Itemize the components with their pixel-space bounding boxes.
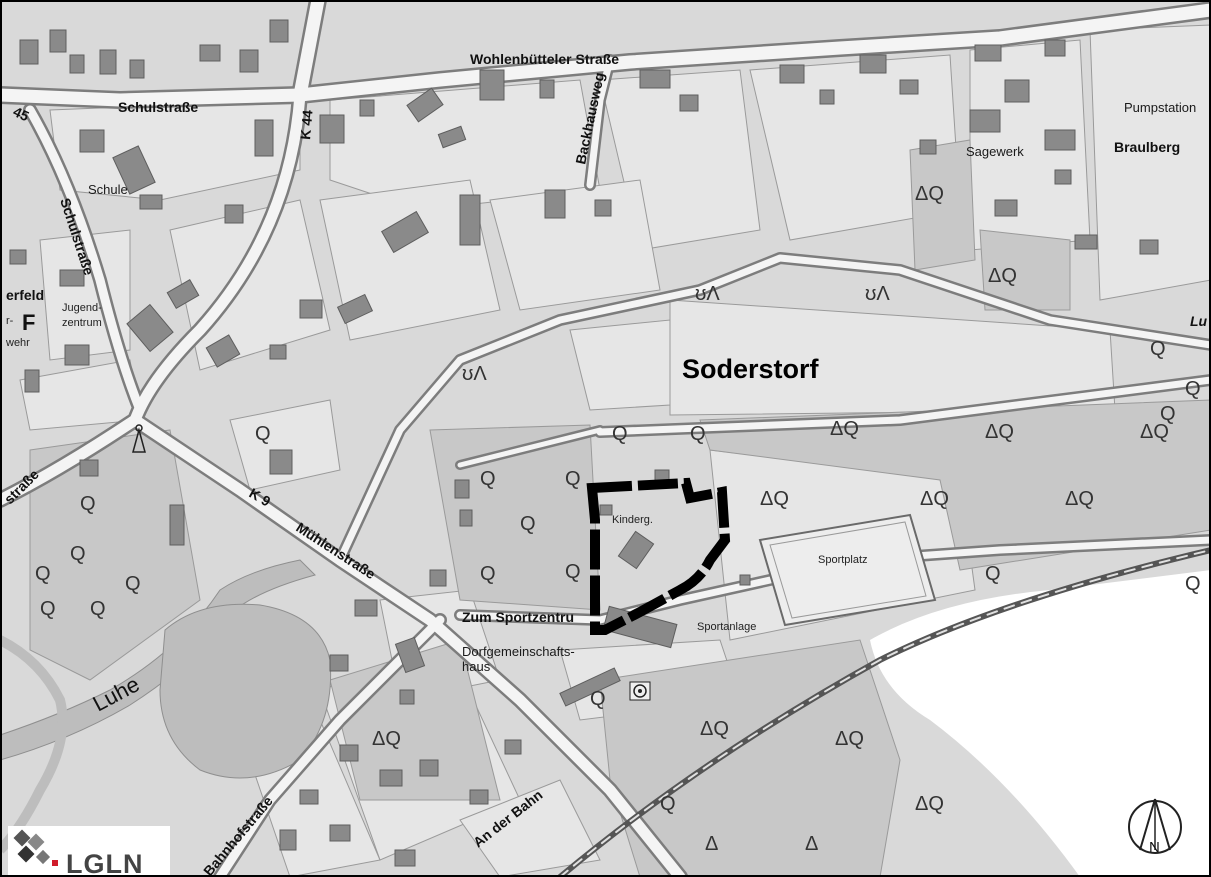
label-braulberg: Braulberg: [1114, 139, 1180, 155]
svg-text:Q: Q: [612, 423, 628, 445]
place-name-soderstorf: Soderstorf: [682, 354, 820, 384]
svg-text:ΔQ: ΔQ: [1065, 488, 1094, 510]
label-fw-f: F: [22, 310, 35, 335]
label-sportplatz: Sportplatz: [818, 554, 868, 566]
label-schule: Schule: [88, 182, 128, 197]
svg-text:ΔQ: ΔQ: [988, 265, 1017, 287]
road-number-k44: K 44: [297, 109, 316, 140]
svg-text:Q: Q: [565, 561, 581, 583]
luhe-river: [0, 559, 316, 761]
svg-text:ʊΛ: ʊΛ: [695, 283, 720, 305]
svg-text:Q: Q: [90, 598, 106, 620]
street-label-zum-sportzentrum: Zum Sportzentru: [462, 609, 574, 625]
svg-text:ΔQ: ΔQ: [915, 793, 944, 815]
label-jugend: Jugend-: [62, 302, 102, 314]
sportplatz-field: [758, 513, 937, 627]
label-dorfgemeinschafts: Dorfgemeinschafts-: [462, 644, 575, 659]
svg-text:Δ: Δ: [705, 833, 718, 855]
svg-text:Q: Q: [80, 493, 96, 515]
label-kinderg: Kinderg.: [612, 514, 653, 526]
svg-text:ΔQ: ΔQ: [835, 728, 864, 750]
svg-text:Q: Q: [480, 563, 496, 585]
svg-text:ΔQ: ΔQ: [985, 421, 1014, 443]
label-fw-prefix: r-: [6, 315, 14, 327]
label-sportanlage: Sportanlage: [697, 621, 756, 633]
label-lu: Lu: [1190, 313, 1208, 329]
label-haus: haus: [462, 659, 491, 674]
svg-text:Q: Q: [590, 688, 606, 710]
svg-text:ΔQ: ΔQ: [700, 718, 729, 740]
svg-text:ΔQ: ΔQ: [1140, 421, 1169, 443]
buildings: [9, 19, 1159, 867]
svg-text:Q: Q: [35, 563, 51, 585]
street-label-schulstrasse-top: Schulstraße: [118, 99, 198, 115]
svg-text:ΔQ: ΔQ: [760, 488, 789, 510]
forest-areas: [29, 139, 1211, 877]
svg-text:Q: Q: [660, 793, 676, 815]
label-erfeld: erfeld: [6, 287, 44, 303]
svg-text:ΔQ: ΔQ: [830, 418, 859, 440]
svg-text:Q: Q: [40, 598, 56, 620]
monument-symbol: [132, 424, 146, 453]
svg-text:Q: Q: [1185, 378, 1201, 400]
lgln-logo-mark: [13, 829, 58, 866]
svg-text:Q: Q: [1160, 403, 1176, 425]
target-symbol: [629, 681, 651, 701]
svg-text:ΔQ: ΔQ: [920, 488, 949, 510]
label-fw-wehr: wehr: [5, 337, 30, 349]
road-number-k45: 45: [11, 103, 32, 124]
svg-text:Q: Q: [565, 468, 581, 490]
railway: [557, 547, 1211, 877]
svg-text:ʊΛ: ʊΛ: [462, 363, 487, 385]
north-arrow-letter: N: [1149, 839, 1160, 856]
label-pumpstation: Pumpstation: [1124, 100, 1196, 115]
label-zentrum: zentrum: [62, 317, 102, 329]
svg-text:ΔQ: ΔQ: [372, 728, 401, 750]
label-sagewerk: Sagewerk: [966, 144, 1024, 159]
north-arrow: N: [1106, 783, 1204, 871]
svg-text:Q: Q: [125, 573, 141, 595]
svg-text:Q: Q: [255, 423, 271, 445]
street-label-wohlenbutteler: Wohlenbütteler Straße: [470, 51, 619, 67]
svg-text:Q: Q: [1150, 338, 1166, 360]
svg-text:Q: Q: [480, 468, 496, 490]
planning-area-boundary: [586, 477, 731, 635]
svg-text:Q: Q: [520, 513, 536, 535]
svg-text:Q: Q: [985, 563, 1001, 585]
vegetation-symbols: ΔQ ΔQ ʊΛ ʊΛ ʊΛ ΔQ ΔQ ΔQ Q Q ΔQ ΔQ ΔQ Q Q…: [35, 183, 1201, 855]
svg-text:Q: Q: [70, 543, 86, 565]
stream-left: [0, 635, 68, 854]
pond: [159, 603, 332, 779]
svg-text:Q: Q: [690, 423, 706, 445]
svg-text:Q: Q: [1185, 573, 1201, 595]
lgln-logo: LGLN: [8, 826, 170, 877]
svg-text:ʊΛ: ʊΛ: [865, 283, 890, 305]
svg-text:Δ: Δ: [805, 833, 818, 855]
lgln-logo-text: LGLN: [66, 849, 144, 877]
svg-text:ΔQ: ΔQ: [915, 183, 944, 205]
